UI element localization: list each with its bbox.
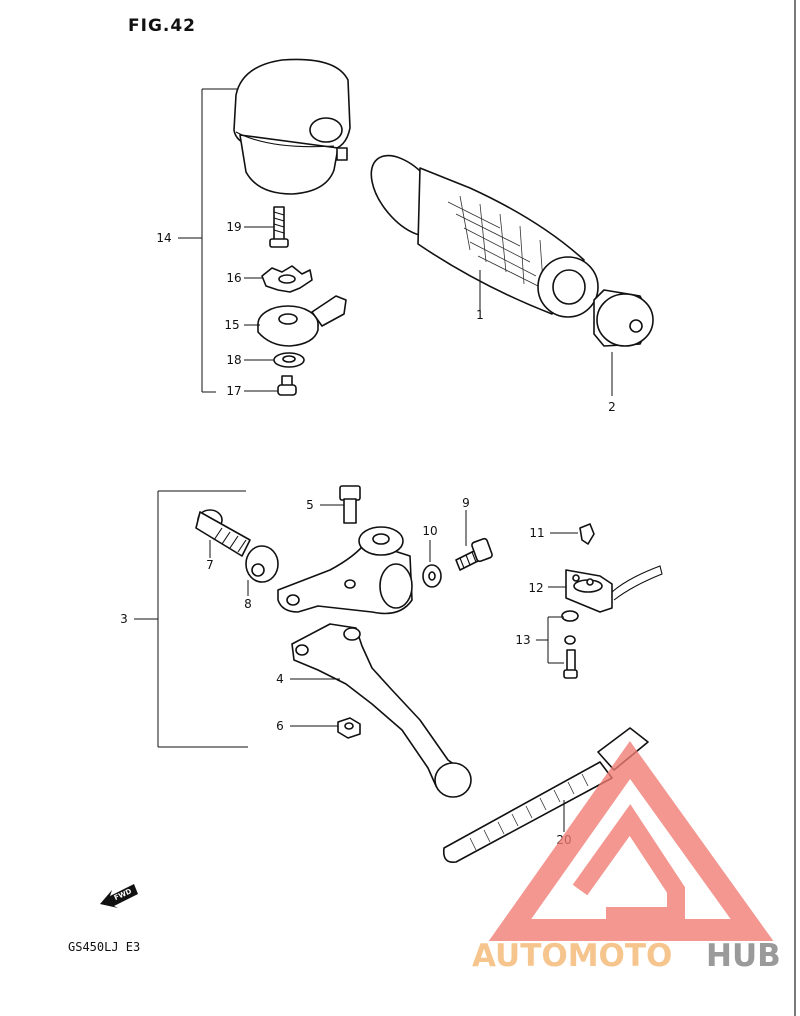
screw-19 xyxy=(244,206,289,248)
bar-end-2 xyxy=(593,289,654,396)
callout-14: 14 xyxy=(156,231,171,245)
watermark-text: AUTOMOTO HUB xyxy=(472,938,781,974)
figure-title: FIG.42 xyxy=(128,16,196,36)
cable-tie-20 xyxy=(442,727,649,864)
callout-1: 1 xyxy=(476,308,484,322)
washer-18 xyxy=(244,352,305,368)
callout-12: 12 xyxy=(528,581,543,595)
fwd-arrow-icon: FWD xyxy=(100,884,138,908)
clutch-switch-12 xyxy=(548,565,663,613)
model-code: GS450LJ E3 xyxy=(68,940,140,954)
washer-10 xyxy=(422,540,442,588)
nut-6 xyxy=(290,717,361,739)
callout-19: 19 xyxy=(226,220,241,234)
callout-7: 7 xyxy=(206,558,214,572)
grip-1 xyxy=(370,154,599,318)
callout-5: 5 xyxy=(306,498,314,512)
callout-6: 6 xyxy=(276,719,284,733)
callout-17: 17 xyxy=(226,384,241,398)
lever-holder xyxy=(277,526,413,615)
switch-housing xyxy=(233,58,351,195)
callout-16: 16 xyxy=(226,271,241,285)
screw-17 xyxy=(244,375,297,396)
bolt-5 xyxy=(320,485,361,524)
callout-18: 18 xyxy=(226,353,241,367)
watermark-logo xyxy=(488,741,774,941)
callout-11: 11 xyxy=(529,526,544,540)
callout-15: 15 xyxy=(224,318,239,332)
callout-8: 8 xyxy=(244,597,252,611)
callout-2: 2 xyxy=(608,400,616,414)
callout-10: 10 xyxy=(422,524,437,538)
screw-11 xyxy=(550,523,595,545)
callout-13: 13 xyxy=(515,633,530,647)
throttle-guide-15 xyxy=(244,295,347,347)
callout-9: 9 xyxy=(462,496,470,510)
clutch-lever-4 xyxy=(290,623,472,798)
assembly-bracket-3 xyxy=(134,490,248,748)
watermark-text-left: AUTOMOTO xyxy=(472,938,672,974)
star-washer-16 xyxy=(244,265,313,293)
callout-4: 4 xyxy=(276,672,284,686)
switch-screw-13 xyxy=(536,610,579,679)
adjuster-nut-8 xyxy=(245,545,279,596)
watermark-text-right: HUB xyxy=(706,938,781,974)
bolt-9 xyxy=(455,510,493,571)
bolt-7 xyxy=(195,509,251,558)
callout-3: 3 xyxy=(120,612,128,626)
